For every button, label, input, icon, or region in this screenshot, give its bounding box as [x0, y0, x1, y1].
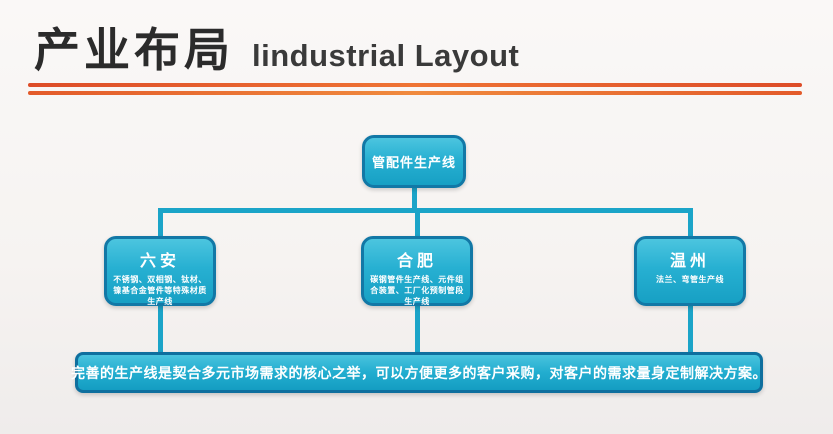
title-row: 产业布局 lindustrial Layout: [34, 14, 519, 80]
root-node: 管配件生产线: [362, 135, 466, 188]
connector-to-luan: [158, 208, 163, 240]
node-desc: 不锈钢、双相钢、钛材、镍基合金管件等特殊材质生产线: [113, 275, 207, 306]
connector-to-wenzhou: [688, 208, 693, 240]
connector-luan-footer: [158, 303, 163, 355]
page-title: 产业布局: [34, 24, 234, 76]
divider-line-top: [28, 83, 802, 87]
node-name: 温州: [669, 253, 710, 270]
node-wenzhou: 温州 法兰、弯管生产线: [634, 236, 746, 306]
node-name: 六安: [139, 253, 180, 270]
node-name: 合肥: [396, 253, 437, 270]
footer-text: 完善的生产线是契合多元市场需求的核心之举，可以方便更多的客户采购，对客户的需求量…: [71, 364, 767, 381]
connector-horizontal: [158, 208, 693, 213]
node-luan: 六安 不锈钢、双相钢、钛材、镍基合金管件等特殊材质生产线: [104, 236, 216, 306]
divider-line-bottom: [28, 91, 802, 95]
page-title-en: lindustrial Layout: [252, 38, 520, 73]
node-desc: 碳钢管件生产线、元件组合装置、工厂化预制管段生产线: [370, 275, 464, 306]
node-desc: 法兰、弯管生产线: [656, 275, 724, 284]
footer-bar: 完善的生产线是契合多元市场需求的核心之举，可以方便更多的客户采购，对客户的需求量…: [71, 352, 767, 393]
connector-hefei-footer: [415, 303, 420, 355]
connector-wenzhou-footer: [688, 303, 693, 355]
root-node-label: 管配件生产线: [371, 155, 456, 170]
connector-root-down: [412, 186, 417, 212]
node-hefei: 合肥 碳钢管件生产线、元件组合装置、工厂化预制管段生产线: [361, 236, 473, 306]
connector-to-hefei: [415, 208, 420, 240]
